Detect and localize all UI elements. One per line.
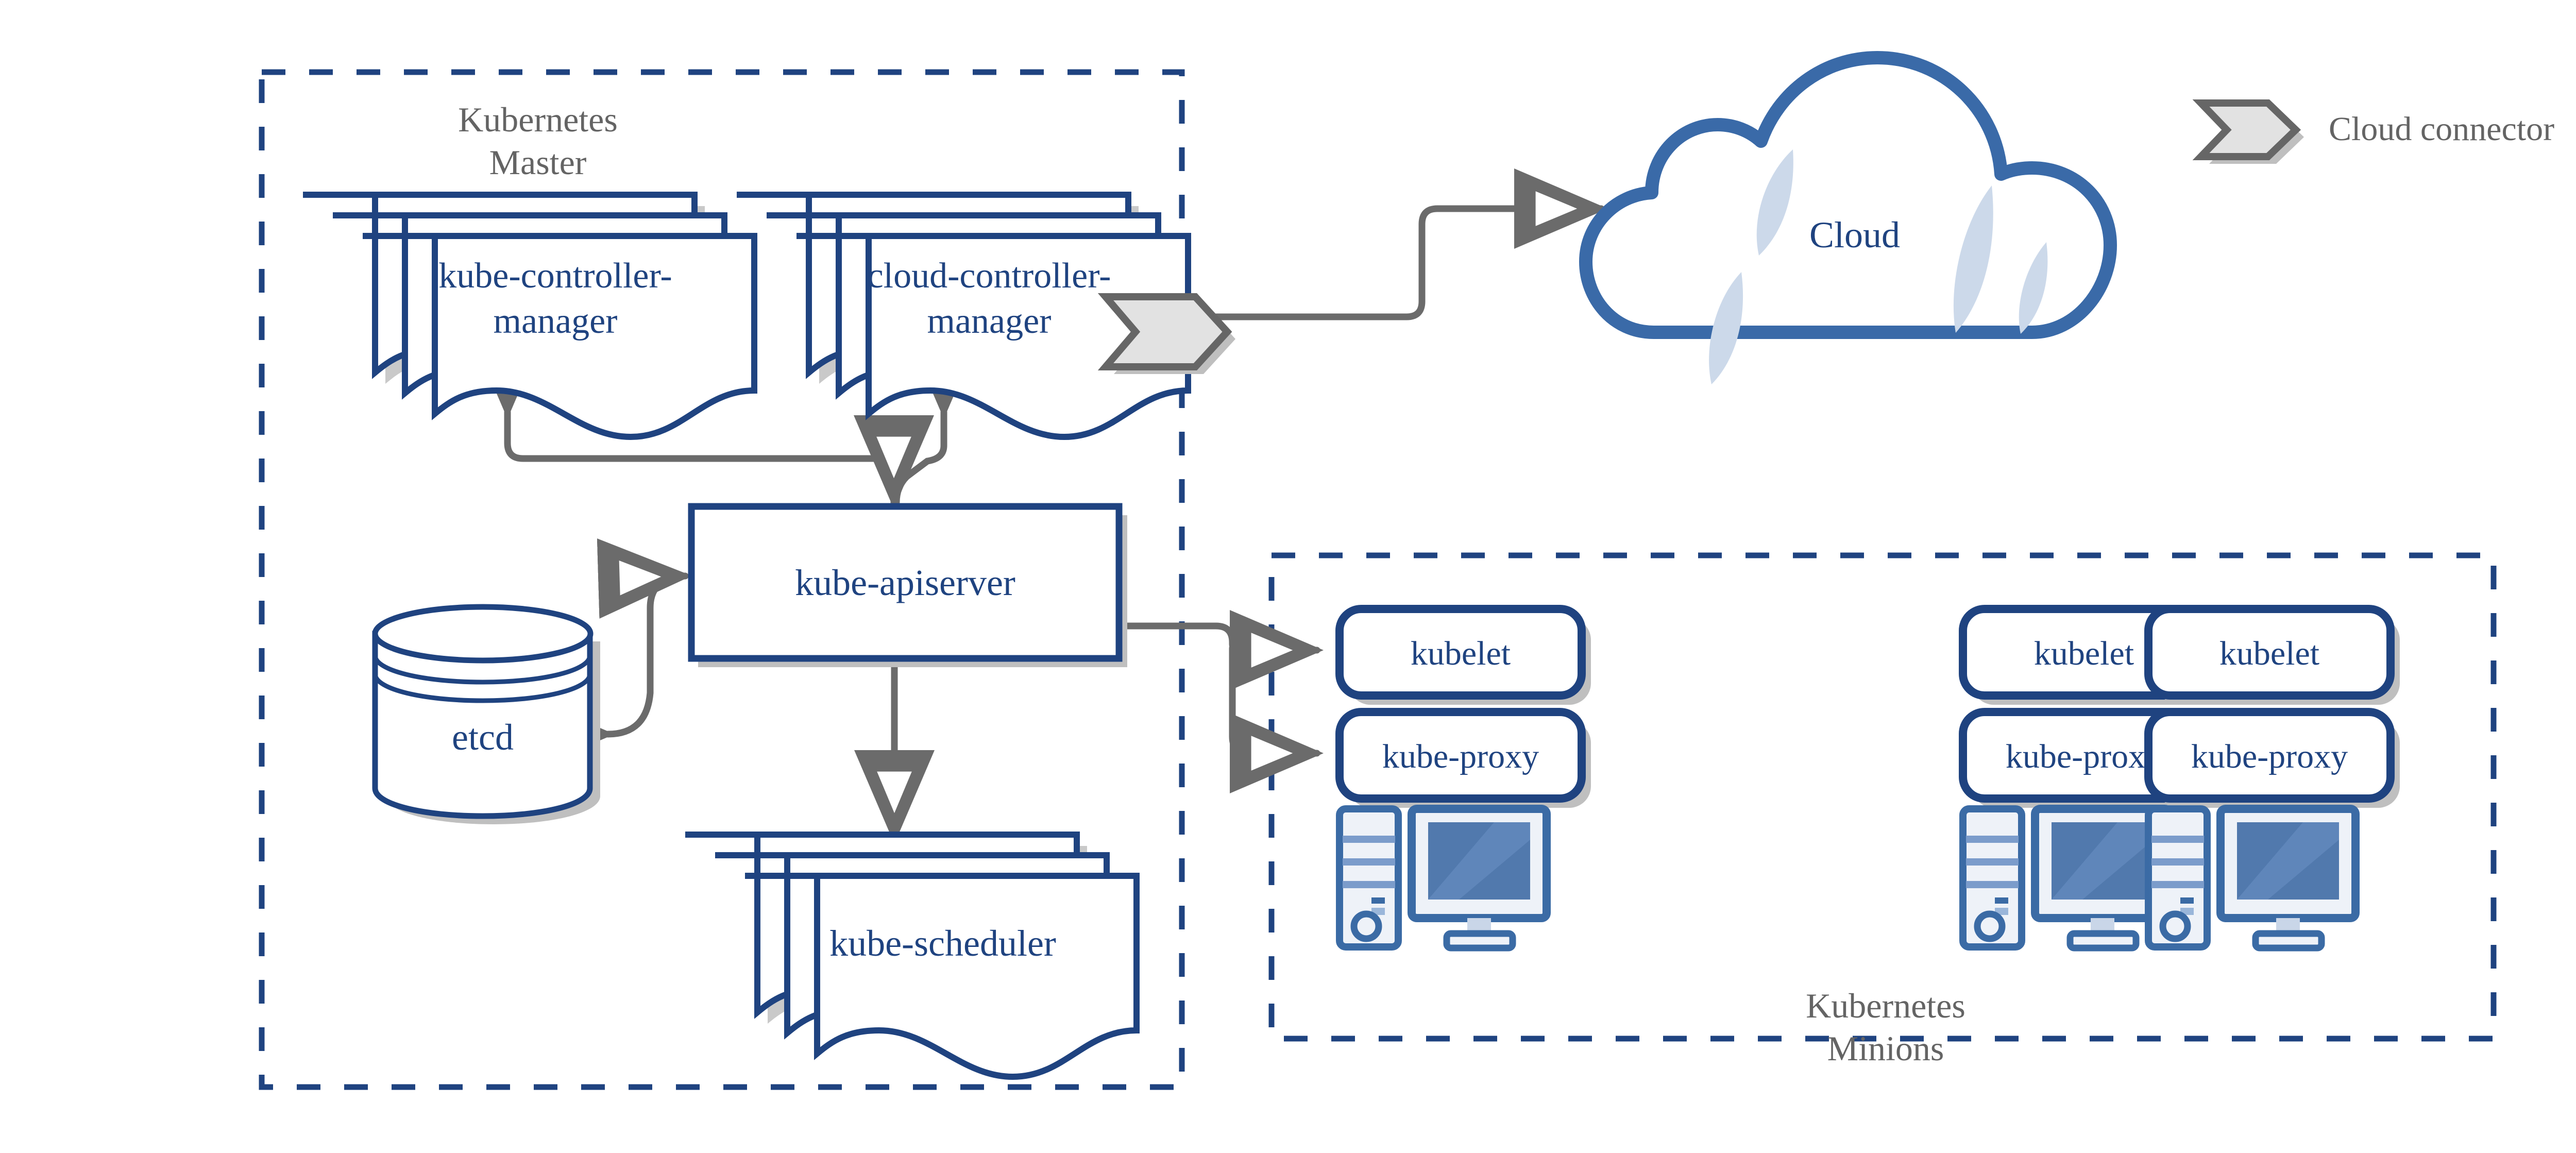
cloud-label: Cloud	[1809, 214, 1900, 256]
kube-proxy-label-1: kube-proxy	[1382, 738, 1539, 775]
connector-lines	[467, 168, 1608, 844]
kube-proxy-box-3: kube-proxy	[2144, 708, 2400, 808]
kube-scheduler-label: kube-scheduler	[829, 923, 1056, 964]
cloud-controller-manager-label-line1: cloud-controller-	[868, 256, 1111, 296]
kube-apiserver-label: kube-apiserver	[795, 562, 1015, 603]
kubernetes-master-label-line1: Kubernetes	[458, 100, 618, 139]
etcd-ring-3	[372, 673, 592, 703]
node-etcd: etcd	[372, 604, 600, 824]
kubernetes-master-label-line2: Master	[489, 143, 587, 182]
cloud-controller-manager-label-line2: manager	[927, 301, 1052, 341]
kubernetes-master-group	[259, 69, 1185, 1090]
kubelet-label-3: kubelet	[2219, 635, 2319, 672]
arrow-ccm-to-cloud	[1174, 168, 1608, 320]
kube-proxy-label-2: kube-proxy	[2006, 738, 2162, 775]
node-kube-scheduler: kube-scheduler	[685, 835, 1137, 1077]
node-kube-apiserver: kube-apiserver	[688, 503, 1127, 667]
arrow-ccm-to-apiserver	[893, 325, 984, 506]
cloud-connector-icon-legend	[2192, 99, 2304, 164]
legend: Cloud connector	[2192, 99, 2554, 164]
node-kube-controller-manager: kube-controller- manager	[303, 195, 754, 437]
kubelet-box-1: kubelet	[1335, 605, 1591, 705]
arrow-apiserver-to-kubelet	[1031, 586, 1324, 690]
computer-icon-1	[1336, 805, 1551, 952]
kube-controller-manager-label-line2: manager	[494, 301, 618, 341]
minion-node-3: kubelet kube-proxy	[2144, 605, 2400, 952]
kube-proxy-box-1: kube-proxy	[1335, 708, 1591, 808]
kubernetes-minions-label-line2: Minions	[1827, 1029, 1944, 1068]
arrow-apiserver-to-kubeproxy	[1229, 645, 1324, 793]
computer-icon-3	[2145, 805, 2360, 952]
arrow-kcm-to-apiserver	[467, 325, 934, 509]
etcd-ring-2	[372, 655, 592, 685]
computer-icon-2	[1959, 805, 2174, 952]
kubelet-label-1: kubelet	[1411, 635, 1511, 672]
kube-controller-manager-label-line1: kube-controller-	[438, 256, 672, 296]
cloud-connector-icon-diagram	[1097, 293, 1235, 374]
kubelet-box-3: kubelet	[2144, 605, 2400, 705]
cloud-shape: Cloud	[1579, 51, 2117, 384]
cloud-accents	[1709, 149, 2048, 384]
arrow-etcd-apiserver	[520, 538, 692, 775]
kubernetes-minions-label-line1: Kubernetes	[1806, 986, 1965, 1025]
kubelet-label-2: kubelet	[2034, 635, 2134, 672]
minion-node-1: kubelet kube-proxy	[1335, 605, 1591, 952]
kube-proxy-label-3: kube-proxy	[2191, 738, 2348, 775]
etcd-label: etcd	[452, 717, 514, 758]
node-cloud-controller-manager: cloud-controller- manager	[737, 195, 1188, 437]
legend-label: Cloud connector	[2329, 110, 2554, 148]
etcd-top-ring	[372, 604, 594, 664]
